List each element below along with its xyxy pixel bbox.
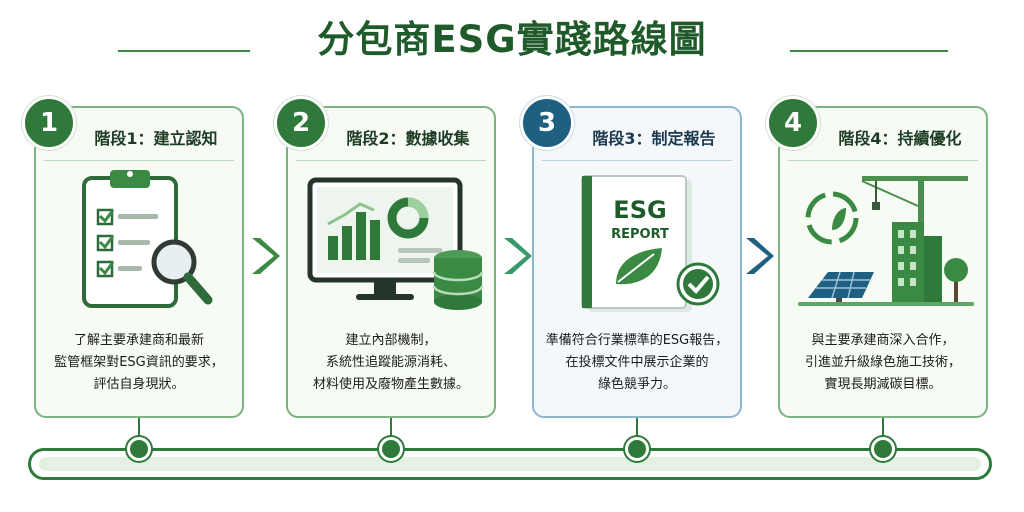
timeline-node: [625, 437, 649, 461]
stage-number-badge: 1: [22, 96, 76, 150]
desc-line: 在投標文件中展示企業的: [565, 355, 709, 370]
timeline-track: [39, 457, 981, 471]
esg-report-icon: ESG REPORT: [581, 175, 720, 312]
report-subheading: REPORT: [611, 227, 669, 242]
desc-line: 實現長期減碳目標。: [824, 377, 942, 392]
chevron-right-icon: [504, 238, 532, 274]
stage-description: 準備符合行業標準的ESG報告， 在投標文件中展示企業的 綠色競爭力。: [540, 330, 734, 396]
desc-line: 了解主要承建商和最新: [73, 333, 204, 348]
desc-line: 監管框架對ESG資訊的要求，: [54, 355, 224, 370]
timeline-connector: [882, 418, 884, 440]
desc-line: 綠色競爭力。: [597, 377, 676, 392]
card-divider: [296, 160, 486, 161]
desc-line: 評估自身現狀。: [93, 377, 185, 392]
green-construction-icon: [798, 176, 974, 306]
stage-number-badge: 4: [766, 96, 820, 150]
desc-line: 系統性追蹤能源消耗、: [325, 355, 456, 370]
clipboard-magnifier-icon: [82, 170, 213, 308]
card-divider: [542, 160, 732, 161]
stage-title: 階段4：持續優化: [838, 129, 962, 148]
page-title: 分包商ESG實踐路線圖: [317, 18, 707, 61]
stage-card-4: 4 階段4：持續優化 與主要承建商深入合作， 引進並升級綠色施工技: [766, 96, 988, 418]
timeline-node: [379, 437, 403, 461]
desc-line: 材料使用及廢物產生數據。: [312, 377, 469, 392]
title-divider-left: [118, 50, 250, 52]
stage-card-3: 3 階段3：制定報告 ESG REPORT 準備符合行業標準的ESG報告， 在投…: [520, 96, 742, 418]
timeline-node: [871, 437, 895, 461]
timeline-bar: [28, 448, 992, 480]
stage-card-1: 1 階段1：建立認知 了解主要承建商和最新 監管框架對ESG資訊的要求， 評估自…: [22, 96, 244, 418]
card-divider: [44, 160, 234, 161]
chevron-right-icon: [252, 238, 280, 274]
report-heading: ESG: [613, 196, 666, 224]
desc-line: 建立內部機制，: [345, 333, 437, 348]
timeline-node: [127, 437, 151, 461]
title-divider-right: [790, 50, 948, 52]
desc-line: 準備符合行業標準的ESG報告，: [545, 333, 729, 348]
stage-number-badge: 3: [520, 96, 574, 150]
stage-title: 階段2：數據收集: [346, 129, 470, 148]
timeline-connector: [390, 418, 392, 440]
stage-title: 階段1：建立認知: [94, 129, 218, 148]
stage-description: 了解主要承建商和最新 監管框架對ESG資訊的要求， 評估自身現狀。: [42, 330, 236, 396]
stage-number-badge: 2: [274, 96, 328, 150]
chevron-right-icon: [746, 238, 774, 274]
stage-title: 階段3：制定報告: [592, 129, 716, 148]
card-divider: [788, 160, 978, 161]
desc-line: 引進並升級綠色施工技術，: [804, 355, 961, 370]
stage-description: 與主要承建商深入合作， 引進並升級綠色施工技術， 實現長期減碳目標。: [786, 330, 980, 396]
stage-description: 建立內部機制， 系統性追蹤能源消耗、 材料使用及廢物產生數據。: [294, 330, 488, 396]
monitor-database-icon: [307, 177, 484, 310]
timeline-connector: [138, 418, 140, 440]
timeline-connector: [636, 418, 638, 440]
stage-card-2: 2 階段2：數據收集 建立內部機制， 系統性追蹤能源消耗、 材料使用及廢物產生數…: [274, 96, 496, 418]
desc-line: 與主要承建商深入合作，: [811, 333, 955, 348]
